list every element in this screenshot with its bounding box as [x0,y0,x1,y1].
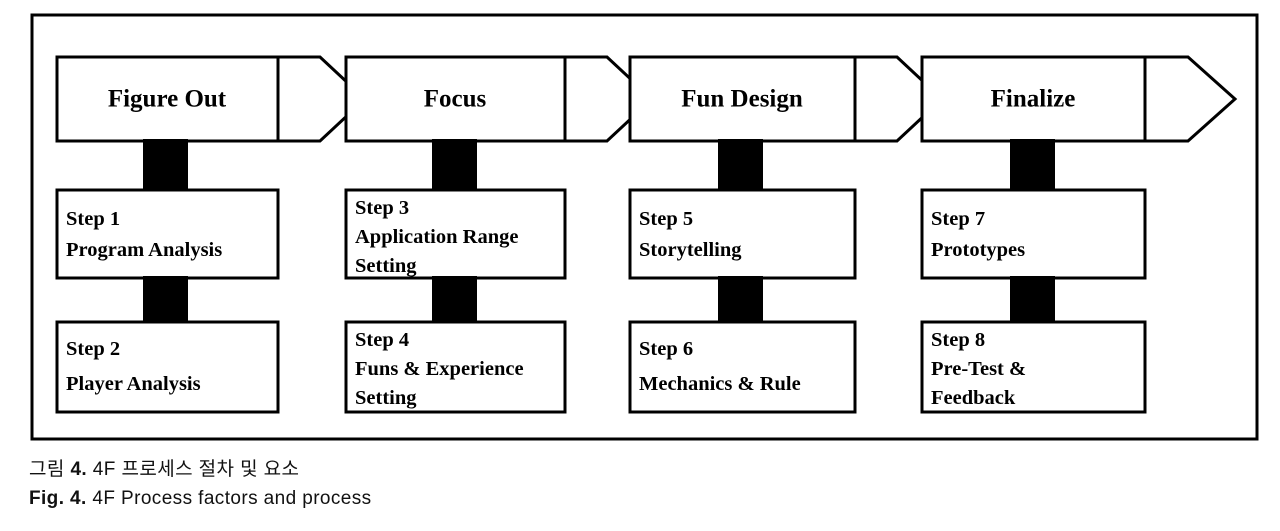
caption-english-text: 4F Process factors and process [92,488,372,510]
column-1: Figure Out Step 1 Program Analysis Step … [55,55,368,414]
step-8-line-2: Feedback [931,387,1016,409]
step-3-line-2: Setting [355,255,417,277]
step-4-line-1: Funs & Experience [355,358,524,380]
phase-label-3: Fun Design [681,86,803,113]
phase-label-1: Figure Out [108,86,227,113]
step-5-line-1: Storytelling [639,239,742,261]
step-box-4[interactable] [344,320,567,414]
phase-arrow-4-icon [1143,55,1238,143]
step-4-line-2: Setting [355,387,417,409]
process-diagram: Figure Out Step 1 Program Analysis Step … [30,13,1259,441]
figure-caption: 그림 4. 4F 프로세스 절차 및 요소 Fig. 4. 4F Process… [29,455,1129,514]
caption-english: Fig. 4. 4F Process factors and process [29,484,1129,513]
step-box-5[interactable] [628,188,857,280]
caption-english-prefix: Fig. 4. [29,488,87,510]
connector-bar-3b [718,276,763,324]
step-1-number: Step 1 [66,208,120,230]
step-6-line-1: Mechanics & Rule [639,373,801,395]
phase-label-2: Focus [424,86,487,113]
caption-korean-number: 4. [70,459,88,480]
step-box-2[interactable] [55,320,280,414]
column-4: Finalize Step 7 Prototypes Step 8 Pre-Te… [920,55,1238,414]
phase-box-1[interactable] [55,55,280,143]
connector-bar-2a [432,139,477,192]
phase-label-4: Finalize [991,86,1076,113]
step-5-number: Step 5 [639,208,693,230]
step-box-8[interactable] [920,320,1147,414]
step-2-line-1: Player Analysis [66,373,201,395]
caption-korean: 그림 4. 4F 프로세스 절차 및 요소 [29,455,1129,484]
column-3: Fun Design Step 5 Storytelling Step 6 Me… [628,55,945,414]
step-box-1[interactable] [55,188,280,280]
connector-bar-2b [432,276,477,324]
step-8-number: Step 8 [931,329,985,351]
step-7-line-1: Prototypes [931,239,1025,261]
caption-korean-text: 4F 프로세스 절차 및 요소 [92,459,300,480]
step-4-number: Step 4 [355,329,409,351]
connector-bar-4a [1010,139,1055,192]
step-box-6[interactable] [628,320,857,414]
step-8-line-1: Pre-Test & [931,358,1026,380]
step-box-7[interactable] [920,188,1147,280]
step-3-line-1: Application Range [355,226,518,248]
step-3-number: Step 3 [355,197,409,219]
figure-outer-frame [30,13,1259,441]
step-7-number: Step 7 [931,208,985,230]
connector-bar-1b [143,276,188,324]
connector-bar-4b [1010,276,1055,324]
column-2: Focus Step 3 Application Range Setting S… [344,55,655,414]
step-1-line-1: Program Analysis [66,239,222,261]
phase-box-4[interactable] [920,55,1147,143]
step-6-number: Step 6 [639,338,693,360]
step-2-number: Step 2 [66,338,120,360]
connector-bar-3a [718,139,763,192]
connector-bar-1a [143,139,188,192]
caption-korean-label: 그림 [29,459,65,480]
